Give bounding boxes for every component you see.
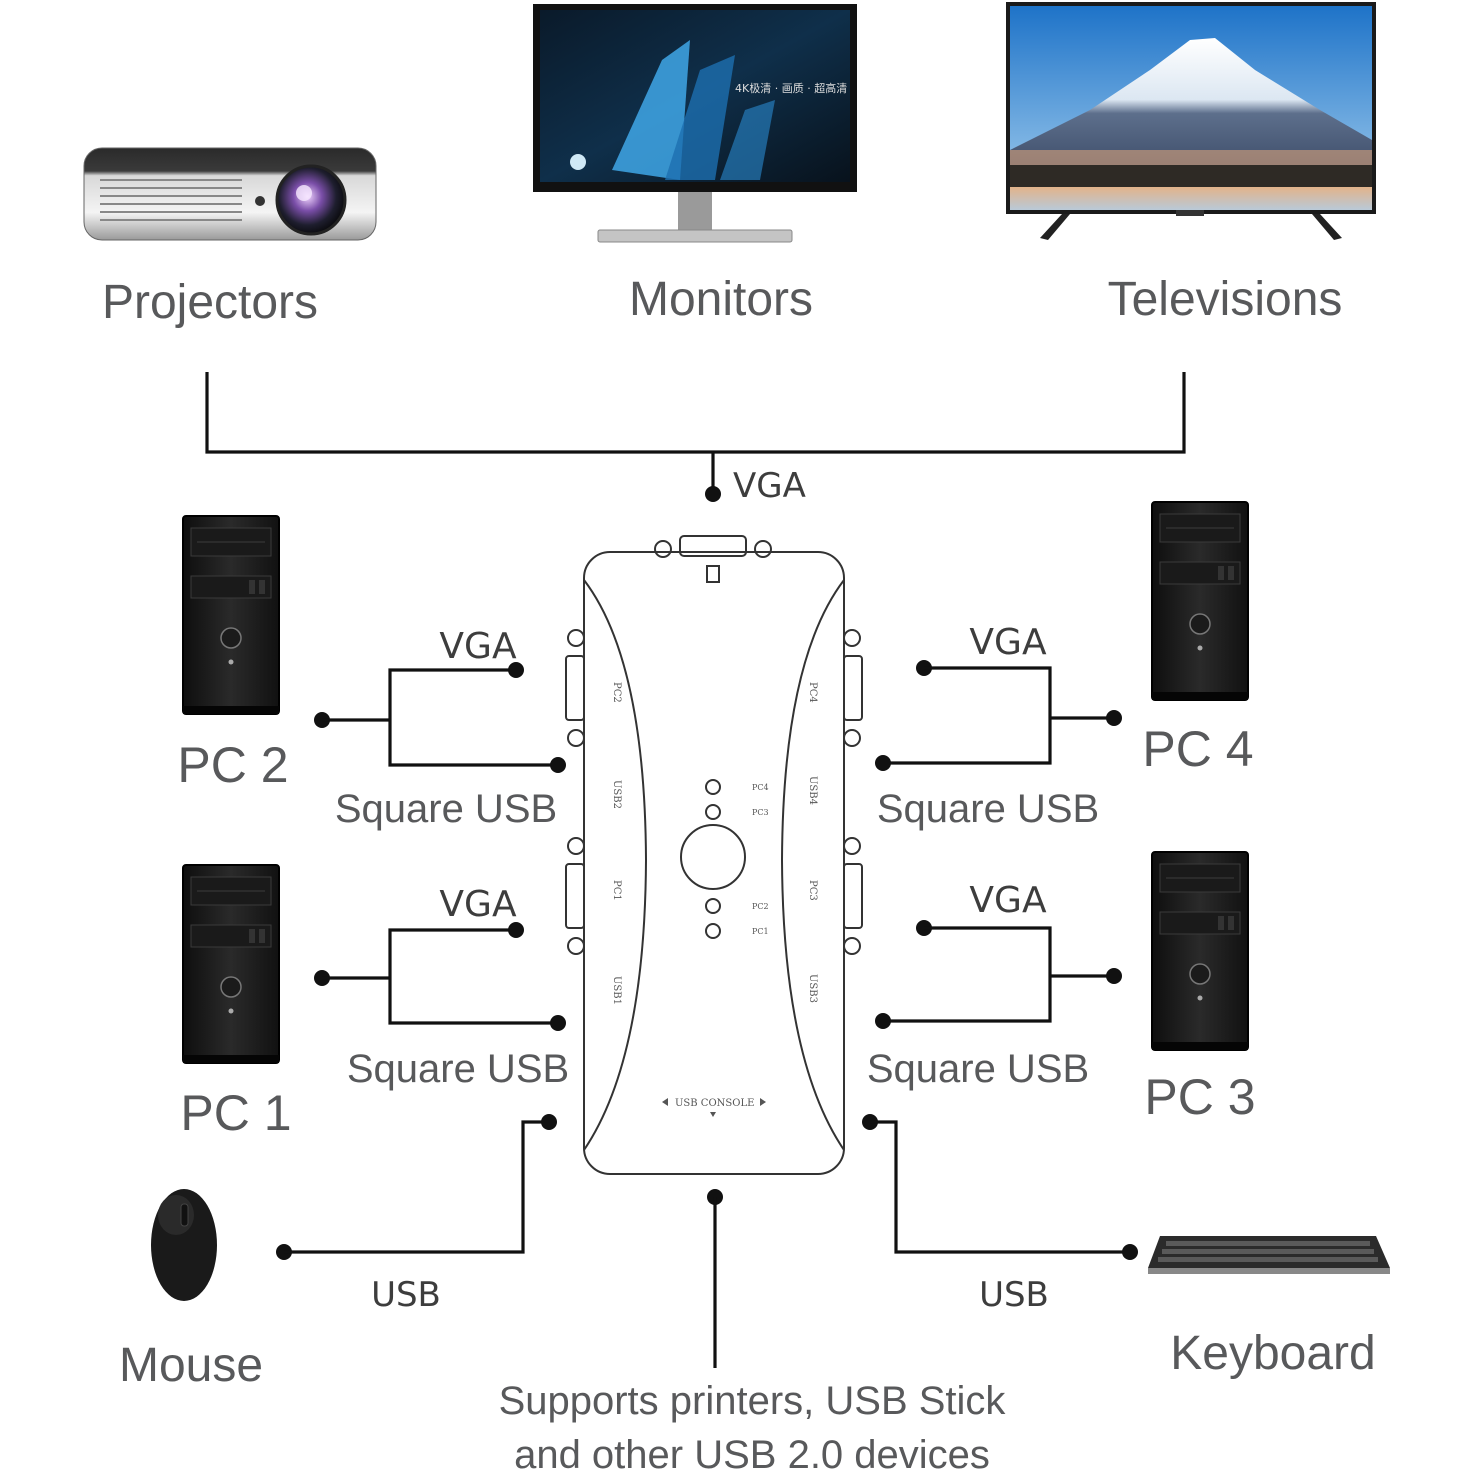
pc4-vga-label: VGA (969, 622, 1047, 663)
led-pc2-label: PC2 (752, 902, 769, 911)
usb-console-label: USB CONSOLE (675, 1098, 754, 1109)
mouse-wiring (276, 1114, 557, 1260)
port-usb3-label: USB3 (807, 974, 818, 1003)
pc2-label: PC 2 (177, 737, 288, 793)
monitors-label: Monitors (629, 273, 813, 326)
pc2-usb-label: Square USB (335, 787, 557, 831)
port-usb2-label: USB2 (611, 780, 622, 809)
projectors-label: Projectors (102, 276, 318, 329)
pc3-tower-icon (1151, 851, 1249, 1051)
keyboard-icon (1148, 1236, 1390, 1274)
port-pc4-label: PC4 (807, 682, 818, 703)
select-button (680, 824, 746, 890)
pc2-tower-icon (182, 515, 280, 715)
pc3-usb-label: Square USB (867, 1047, 1089, 1091)
pc1-wiring (314, 922, 566, 1031)
port-usb1-label: USB1 (611, 976, 622, 1005)
port-pc1-label: PC1 (611, 880, 622, 901)
keyboard-label: Keyboard (1170, 1327, 1375, 1380)
monitor-icon: 4K极清 · 画质 · 超高清 (533, 4, 857, 243)
footer-line-2: and other USB 2.0 devices (514, 1433, 990, 1473)
pc1-label: PC 1 (180, 1085, 291, 1141)
television-icon (1006, 2, 1376, 240)
usb-device-wiring (707, 1189, 723, 1368)
footer-line-1: Supports printers, USB Stick (499, 1379, 1007, 1423)
pc2-vga-label: VGA (439, 626, 517, 667)
pc3-wiring (875, 920, 1122, 1029)
pc4-wiring (875, 660, 1122, 771)
mouse-label: Mouse (119, 1339, 263, 1392)
top-vga-label: VGA (733, 466, 806, 506)
port-pc3-label: PC3 (807, 880, 818, 901)
keyboard-wiring (862, 1114, 1138, 1260)
display-vga-bracket (205, 372, 1186, 502)
pc3-label: PC 3 (1144, 1069, 1255, 1125)
kvm-switch (565, 535, 863, 1175)
port-usb4-label: USB4 (807, 776, 818, 805)
pc3-vga-label: VGA (969, 880, 1047, 921)
led-pc4-label: PC4 (752, 783, 769, 792)
pc1-tower-icon (182, 864, 280, 1064)
port-pc2-label: PC2 (611, 682, 622, 703)
led-pc1-label: PC1 (752, 927, 769, 936)
televisions-label: Televisions (1108, 273, 1343, 326)
keyboard-usb-label: USB (979, 1275, 1049, 1315)
pc4-tower-icon (1151, 501, 1249, 701)
pc4-label: PC 4 (1142, 721, 1253, 777)
pc1-vga-label: VGA (439, 884, 517, 925)
mouse-icon (151, 1189, 217, 1301)
pc2-wiring (314, 662, 566, 773)
monitor-screen-text: 4K极清 · 画质 · 超高清 (735, 81, 847, 95)
led-pc3-label: PC3 (752, 808, 769, 817)
pc1-usb-label: Square USB (347, 1047, 569, 1091)
projector-icon (83, 147, 377, 241)
pc4-usb-label: Square USB (877, 787, 1099, 831)
mouse-usb-label: USB (371, 1275, 441, 1315)
